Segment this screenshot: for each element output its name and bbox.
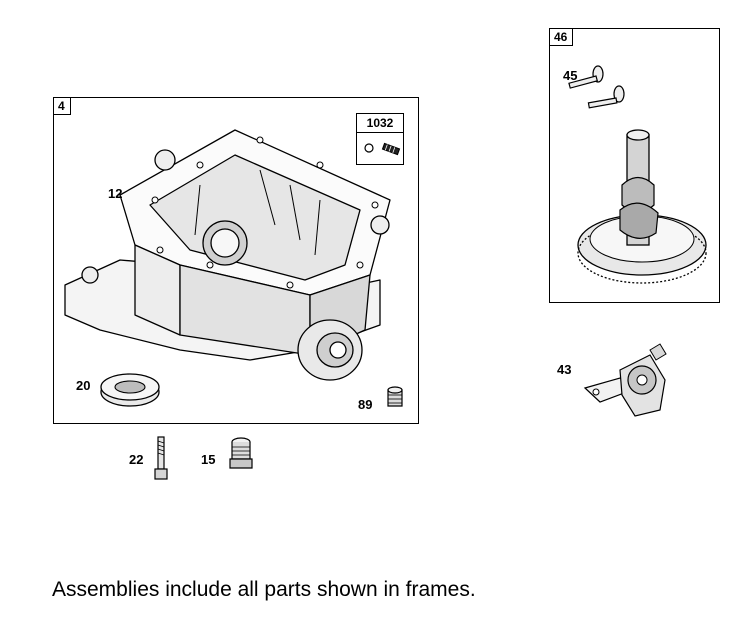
callout-43: 43 <box>557 362 572 377</box>
sump-cover-illustration <box>64 129 391 381</box>
callout-22: 22 <box>129 452 144 467</box>
camshaft-gear-icon <box>577 129 707 284</box>
assembly-tag-4: 4 <box>54 98 71 115</box>
bolt-icon <box>154 436 168 480</box>
callout-89: 89 <box>358 397 373 412</box>
callout-20: 20 <box>76 378 91 393</box>
kit-tag-1032: 1032 <box>357 114 403 133</box>
oil-seal-icon <box>100 373 160 407</box>
caption-assemblies-note: Assemblies include all parts shown in fr… <box>52 578 476 601</box>
assembly-frame-4: 4 <box>53 97 419 424</box>
callout-45: 45 <box>563 68 578 83</box>
assembly-tag-46: 46 <box>550 29 574 46</box>
plug-and-screw-icon <box>364 142 401 156</box>
callout-15: 15 <box>201 452 216 467</box>
plug-icon <box>387 386 403 407</box>
drain-plug-icon <box>229 437 253 469</box>
callout-12: 12 <box>108 186 123 201</box>
tappets-icon <box>568 65 625 109</box>
kit-box-1032: 1032 <box>356 113 404 165</box>
assembly-frame-46: 46 <box>549 28 720 303</box>
governor-icon <box>583 343 667 417</box>
